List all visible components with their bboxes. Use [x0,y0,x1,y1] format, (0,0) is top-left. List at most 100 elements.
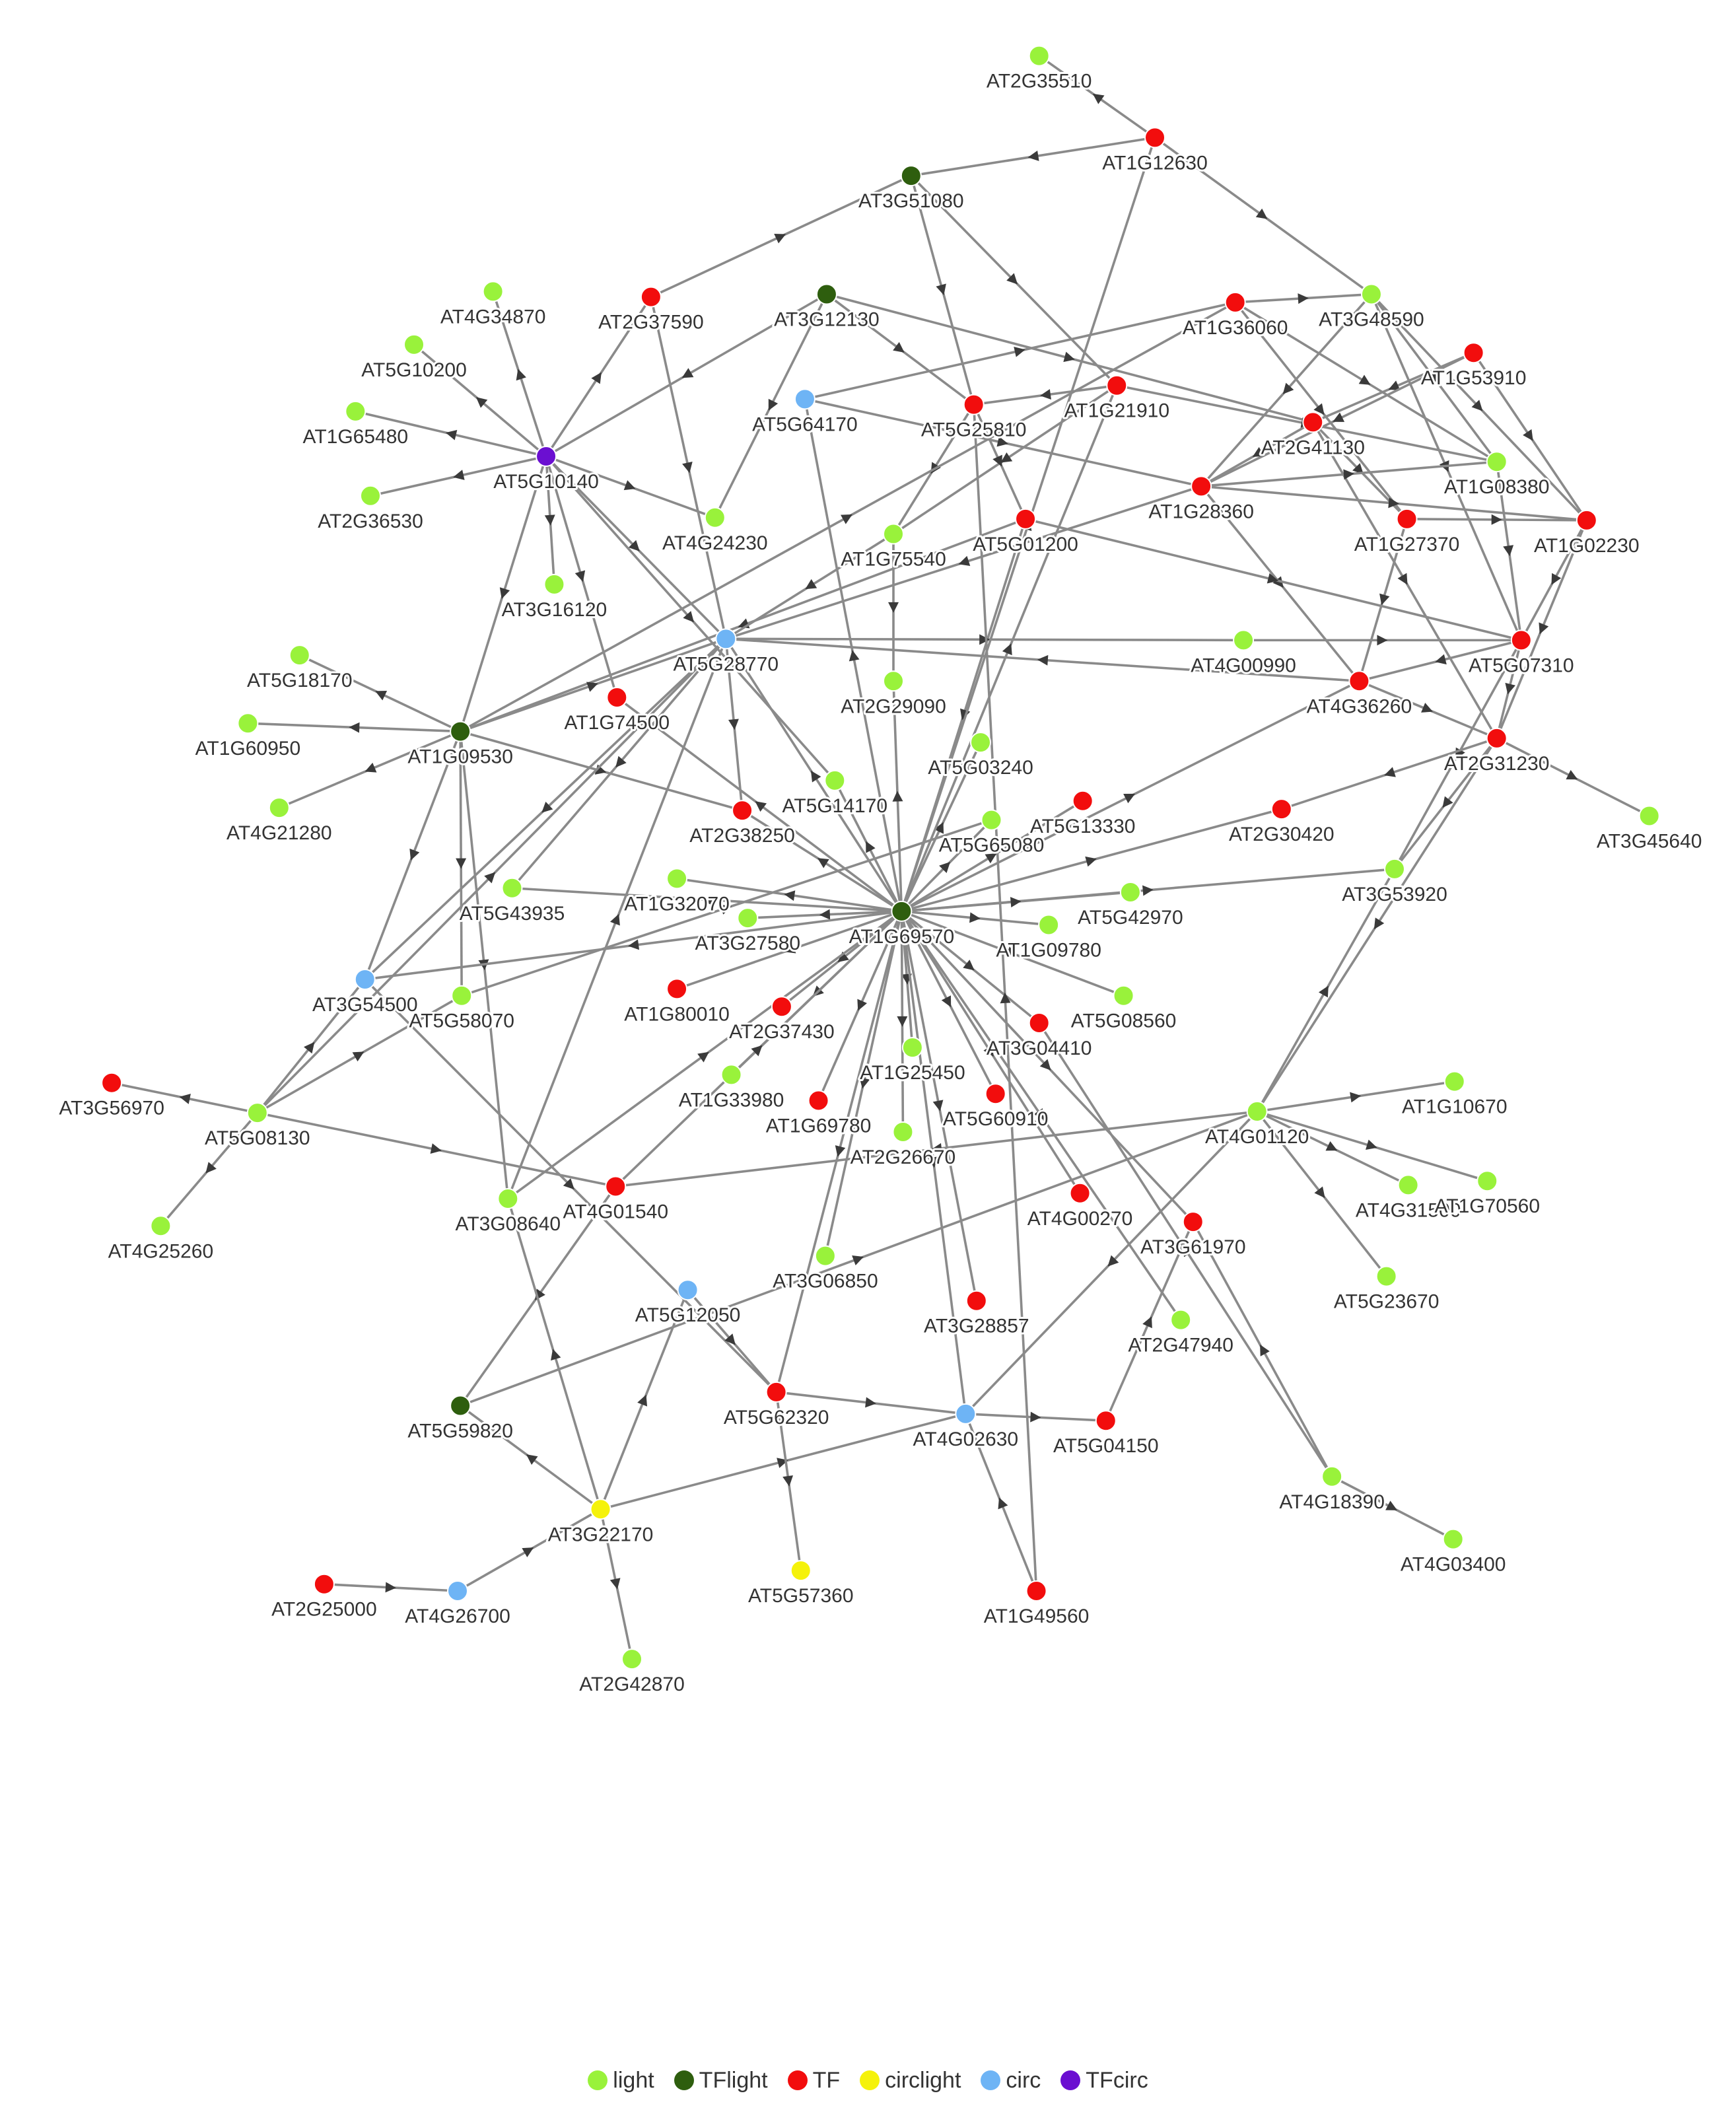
node-at5g59820[interactable]: AT5G59820 [405,1395,515,1444]
node-dot-at1g02230[interactable] [1576,509,1597,531]
node-dot-at3g54500[interactable] [354,968,376,990]
node-at5g28770[interactable]: AT5G28770 [672,628,781,677]
node-at2g47940[interactable]: AT2G47940 [1126,1309,1235,1358]
node-at5g03240[interactable]: AT5G03240 [926,732,1035,781]
node-at1g21910[interactable]: AT1G21910 [1062,374,1171,424]
node-dot-at2g31230[interactable] [1486,727,1508,749]
node-dot-at4g36260[interactable] [1348,670,1370,692]
node-dot-at1g69780[interactable] [808,1090,829,1111]
node-at1g36060[interactable]: AT1G36060 [1181,291,1290,341]
node-at1g70560[interactable]: AT1G70560 [1432,1170,1542,1219]
node-dot-at5g59820[interactable] [450,1395,471,1417]
node-at5g13330[interactable]: AT5G13330 [1028,790,1137,839]
node-at2g37590[interactable]: AT2G37590 [596,286,706,335]
node-dot-at1g80010[interactable] [666,978,688,1000]
node-dot-at3g08640[interactable] [497,1188,519,1209]
node-at2g36530[interactable]: AT2G36530 [316,485,425,534]
node-dot-at1g74500[interactable] [606,687,628,708]
node-at5g18170[interactable]: AT5G18170 [245,645,355,693]
node-at5g58070[interactable]: AT5G58070 [407,985,516,1034]
node-at4g34870[interactable]: AT4G34870 [438,281,547,330]
node-dot-at3g27580[interactable] [737,907,759,929]
node-dot-at1g21910[interactable] [1106,374,1128,396]
node-at4g24230[interactable]: AT4G24230 [660,507,770,556]
node-dot-at5g57360[interactable] [790,1560,812,1582]
node-at2g42870[interactable]: AT2G42870 [577,1648,687,1697]
node-dot-at2g42870[interactable] [621,1648,642,1670]
node-dot-at5g01200[interactable] [1015,508,1037,530]
node-dot-at5g08560[interactable] [1113,985,1134,1006]
node-dot-at2g38250[interactable] [732,800,753,822]
node-dot-at3g06850[interactable] [814,1245,836,1267]
node-at4g02630[interactable]: AT4G02630 [911,1403,1020,1452]
node-dot-at4g34870[interactable] [482,281,504,302]
node-dot-at2g29090[interactable] [883,670,904,692]
node-at3g22170[interactable]: AT3G22170 [546,1498,655,1547]
node-dot-at1g69570[interactable] [891,900,913,922]
node-at3g28857[interactable]: AT3G28857 [922,1290,1031,1339]
node-at4g03400[interactable]: AT4G03400 [1399,1528,1508,1578]
node-at1g27370[interactable]: AT1G27370 [1352,508,1461,557]
node-dot-at2g30420[interactable] [1270,798,1292,820]
node-dot-at1g09780[interactable] [1038,914,1060,936]
node-at5g62320[interactable]: AT5G62320 [722,1381,831,1430]
node-dot-at5g10140[interactable] [536,445,557,467]
node-dot-at1g10670[interactable] [1443,1071,1465,1092]
node-at5g04150[interactable]: AT5G04150 [1051,1410,1161,1459]
node-dot-at5g04150[interactable] [1095,1410,1117,1432]
node-at5g42970[interactable]: AT5G42970 [1076,881,1185,931]
node-dot-at4g24230[interactable] [704,507,726,528]
node-dot-at1g32070[interactable] [666,868,688,890]
node-at3g08640[interactable]: AT3G08640 [454,1188,563,1237]
node-at3g48590[interactable]: AT3G48590 [1317,283,1426,333]
node-dot-at1g65480[interactable] [345,400,366,422]
node-dot-at5g14170[interactable] [824,769,846,791]
node-at1g69780[interactable]: AT1G69780 [764,1090,873,1139]
node-dot-at5g60910[interactable] [985,1083,1006,1105]
node-dot-at5g10200[interactable] [403,334,425,355]
node-at3g04410[interactable]: AT3G04410 [985,1012,1094,1061]
node-at5g01200[interactable]: AT5G01200 [971,508,1080,557]
node-dot-at2g25000[interactable] [313,1573,335,1595]
node-at4g01540[interactable]: AT4G01540 [561,1176,670,1224]
node-dot-at3g61970[interactable] [1182,1211,1204,1233]
node-dot-at1g28360[interactable] [1191,476,1212,497]
node-at4g00270[interactable]: AT4G00270 [1025,1182,1134,1232]
node-dot-at1g33980[interactable] [720,1064,742,1086]
node-dot-at5g43935[interactable] [501,877,523,899]
node-at5g25810[interactable]: AT5G25810 [919,394,1028,443]
node-at5g60910[interactable]: AT5G60910 [941,1083,1050,1132]
node-dot-at4g25260[interactable] [150,1215,172,1237]
node-at4g26700[interactable]: AT4G26700 [403,1580,512,1629]
node-at1g32070[interactable]: AT1G32070 [622,868,732,917]
node-dot-at4g26700[interactable] [447,1580,468,1602]
node-at4g00990[interactable]: AT4G00990 [1189,629,1298,678]
node-dot-at3g45640[interactable] [1638,805,1660,827]
node-at5g12050[interactable]: AT5G12050 [633,1279,742,1328]
node-dot-at4g00270[interactable] [1069,1182,1091,1204]
node-at4g18390[interactable]: AT4G18390 [1277,1465,1387,1515]
node-at1g25450[interactable]: AT1G25450 [858,1037,967,1086]
node-dot-at3g48590[interactable] [1360,283,1382,305]
node-dot-at2g41130[interactable] [1302,411,1324,433]
node-at5g65080[interactable]: AT5G65080 [937,809,1046,859]
node-at4g31500[interactable]: AT4G31500 [1354,1174,1463,1223]
node-at1g53910[interactable]: AT1G53910 [1419,342,1528,391]
node-dot-at2g37430[interactable] [771,996,792,1018]
node-dot-at3g53920[interactable] [1384,858,1405,880]
node-at5g23670[interactable]: AT5G23670 [1332,1265,1441,1315]
node-at1g09780[interactable]: AT1G09780 [994,914,1103,963]
node-at2g31230[interactable]: AT2G31230 [1442,727,1551,777]
node-dot-at5g13330[interactable] [1072,790,1094,812]
node-at1g10670[interactable]: AT1G10670 [1400,1071,1510,1120]
node-at2g35510[interactable]: AT2G35510 [985,45,1094,94]
node-at2g29090[interactable]: AT2G29090 [839,670,948,719]
node-at5g10200[interactable]: AT5G10200 [359,334,469,383]
node-dot-at2g37590[interactable] [640,286,662,308]
node-at3g45640[interactable]: AT3G45640 [1595,805,1704,854]
node-at2g37430[interactable]: AT2G37430 [727,996,837,1045]
node-dot-at5g08130[interactable] [246,1102,268,1124]
node-at4g21280[interactable]: AT4G21280 [225,797,334,846]
node-at5g14170[interactable]: AT5G14170 [781,769,889,819]
node-dot-at3g16120[interactable] [543,573,565,595]
